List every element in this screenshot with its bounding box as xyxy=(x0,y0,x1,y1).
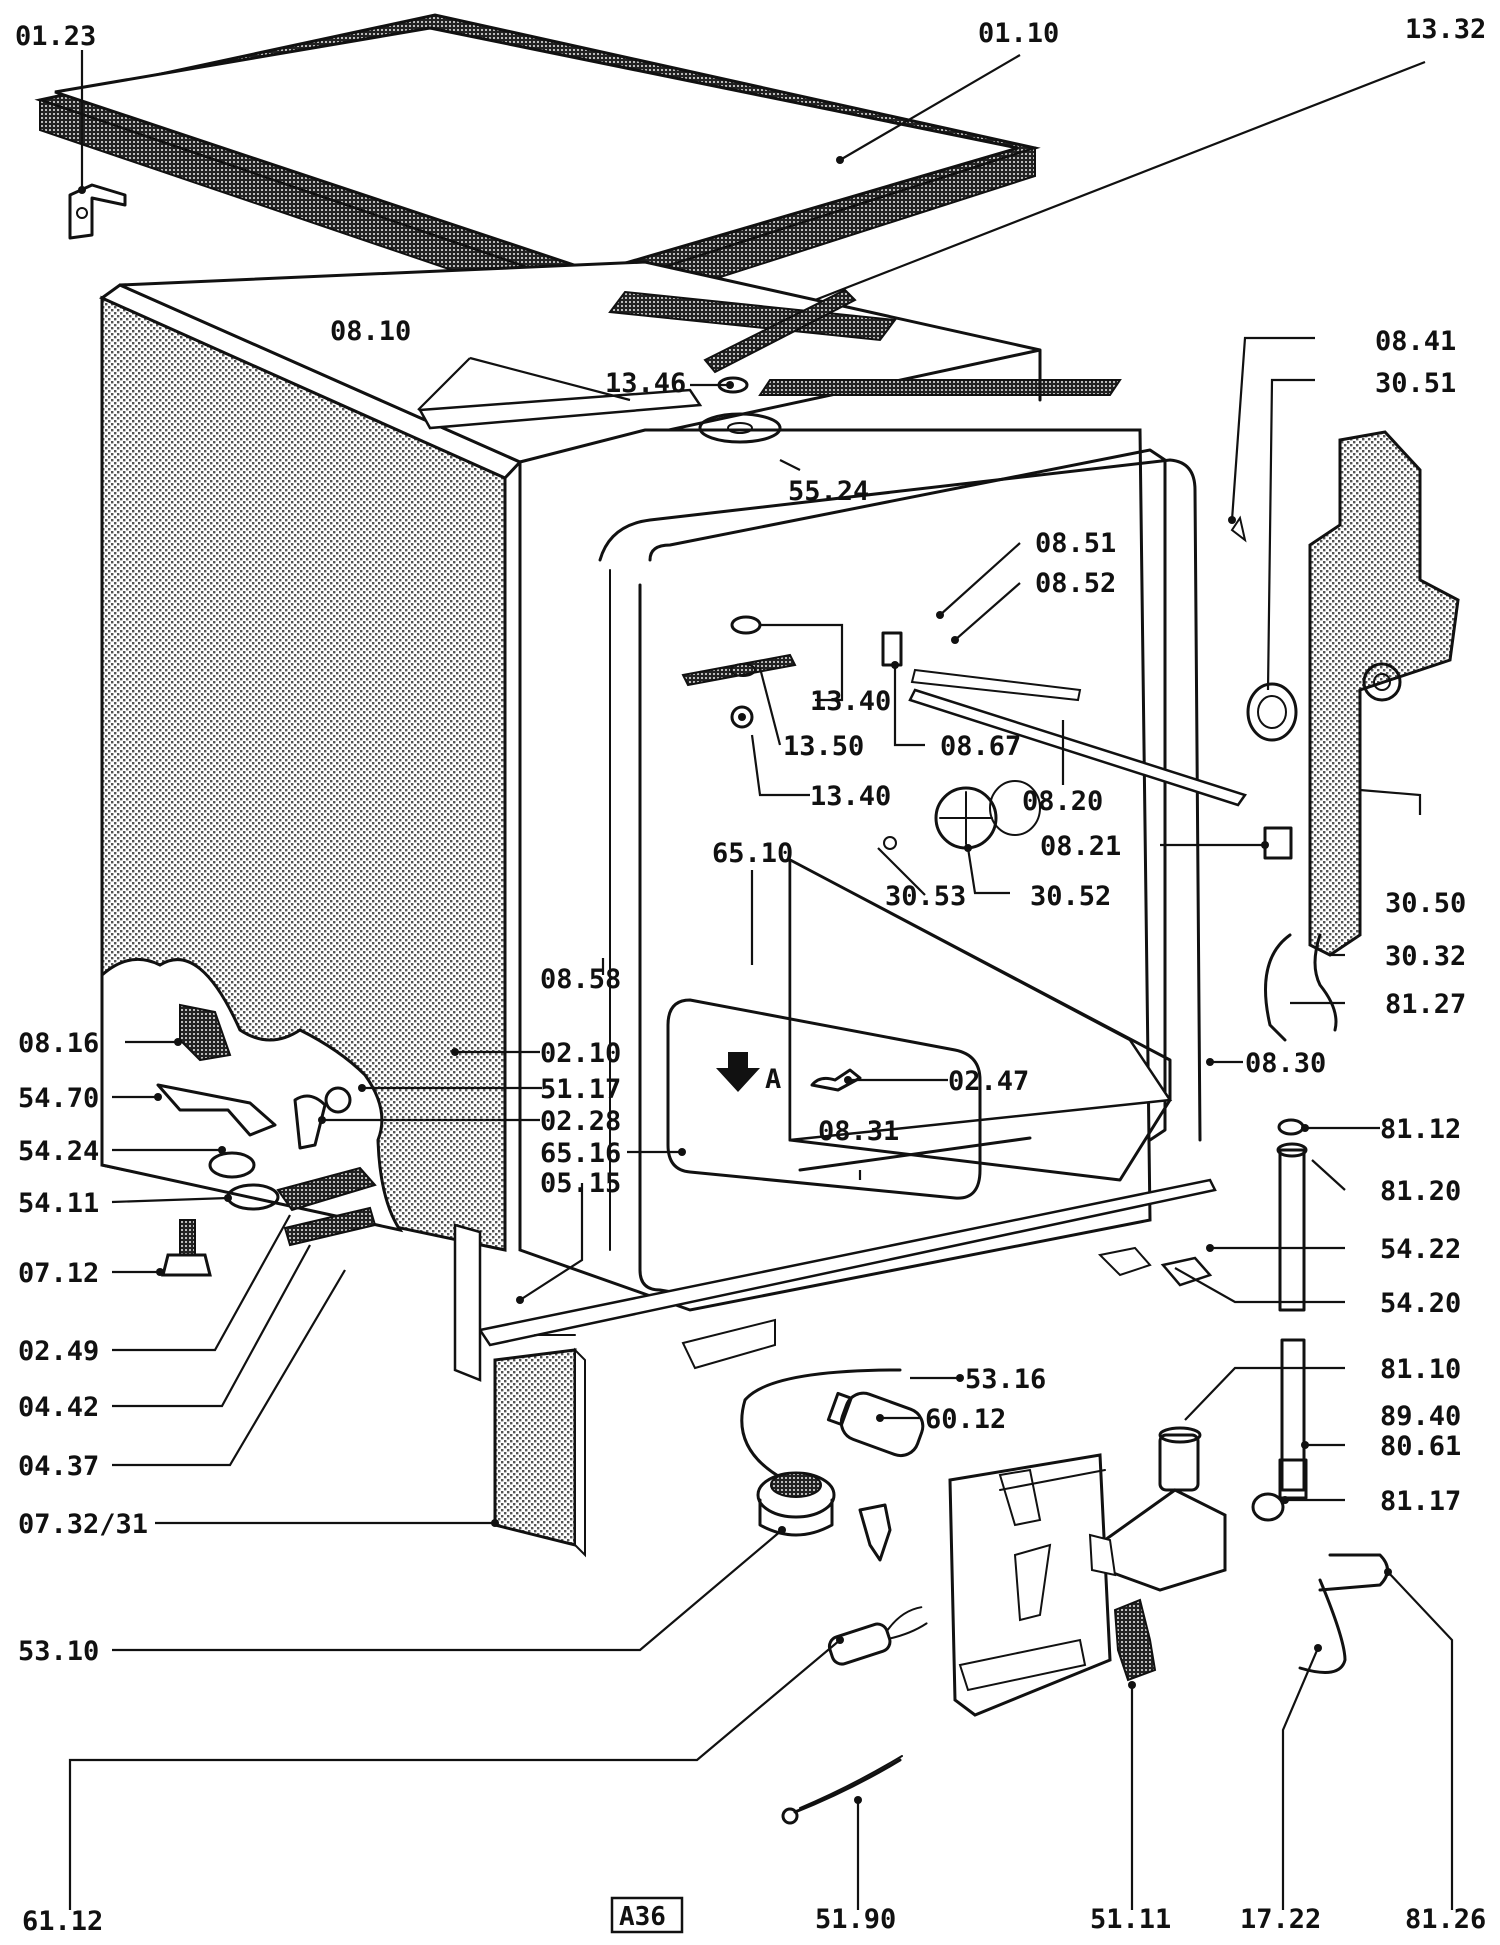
wash-tub xyxy=(518,428,1202,1312)
callout-label: 05.15 xyxy=(540,1168,621,1199)
callout-label: 81.12 xyxy=(1380,1114,1461,1145)
callout-label: 81.10 xyxy=(1380,1354,1461,1385)
callout-label: 13.32 xyxy=(1405,14,1486,45)
diagram-code: A36 xyxy=(619,1902,666,1932)
callout-label: 55.24 xyxy=(788,476,869,507)
water-inlet-assembly xyxy=(1088,1118,1389,1674)
callout-label: 08.30 xyxy=(1245,1048,1326,1079)
callout-label: 08.41 xyxy=(1375,326,1456,357)
callout-label: 30.51 xyxy=(1375,368,1456,399)
callout-label: 61.12 xyxy=(22,1906,103,1937)
callout-label: 30.50 xyxy=(1385,888,1466,919)
callout-label: 08.52 xyxy=(1035,568,1116,599)
callout-label: 08.31 xyxy=(818,1116,899,1147)
callout-label: 65.16 xyxy=(540,1138,621,1169)
worktop-lid xyxy=(34,13,1041,320)
callout-label: 53.10 xyxy=(18,1636,99,1667)
door-lock-assembly xyxy=(1230,430,1460,1042)
callout-label: 51.17 xyxy=(540,1074,621,1105)
callout-label: 02.49 xyxy=(18,1336,99,1367)
callout-label: 81.26 xyxy=(1405,1904,1486,1935)
callout-label: 54.22 xyxy=(1380,1234,1461,1265)
spray-arm-assembly xyxy=(681,288,857,729)
callout-label: 02.10 xyxy=(540,1038,621,1069)
kick-plate xyxy=(493,1347,586,1558)
appliance-drawing: A xyxy=(34,13,1460,1910)
callout-label: 81.27 xyxy=(1385,989,1466,1020)
basket-rail xyxy=(881,631,1293,860)
callout-label: 08.58 xyxy=(540,964,621,995)
base-frame xyxy=(453,1178,1217,1382)
callout-label: 13.40 xyxy=(810,781,891,812)
callout-label: 51.90 xyxy=(815,1904,896,1935)
callout-label: 30.52 xyxy=(1030,881,1111,912)
leader-lines xyxy=(68,50,1454,1910)
callout-label: 08.21 xyxy=(1040,831,1121,862)
callout-label: 01.10 xyxy=(978,18,1059,49)
callout-label: 54.20 xyxy=(1380,1288,1461,1319)
callout-label: 08.67 xyxy=(940,731,1021,762)
callout-label: 13.46 xyxy=(605,368,686,399)
callout-labels: 01.23 01.10 13.32 08.10 13.46 55.24 08.4… xyxy=(15,14,1486,1937)
diagram-code-box: A36 xyxy=(610,1896,684,1934)
callout-label: 53.16 xyxy=(965,1364,1046,1395)
callout-label: 30.53 xyxy=(885,881,966,912)
callout-label: 65.10 xyxy=(712,838,793,869)
callout-label: 13.40 xyxy=(810,686,891,717)
callout-label: 54.11 xyxy=(18,1188,99,1219)
callout-label: 17.22 xyxy=(1240,1904,1321,1935)
callout-label: 01.23 xyxy=(15,21,96,52)
callout-label: 13.50 xyxy=(783,731,864,762)
callout-label: 08.51 xyxy=(1035,528,1116,559)
callout-label: 30.32 xyxy=(1385,941,1466,972)
callout-label: 89.40 xyxy=(1380,1401,1461,1432)
view-marker: A xyxy=(716,1052,862,1095)
callout-label: 08.16 xyxy=(18,1028,99,1059)
callout-label: 02.28 xyxy=(540,1106,621,1137)
callout-label: 60.12 xyxy=(925,1404,1006,1435)
callout-label: 80.61 xyxy=(1380,1431,1461,1462)
base-components xyxy=(156,1003,377,1277)
callout-label: 54.24 xyxy=(18,1136,99,1167)
callout-label: 81.17 xyxy=(1380,1486,1461,1517)
electrical-components xyxy=(740,1368,1157,1825)
marker-letter: A xyxy=(765,1064,781,1095)
callout-label: 02.47 xyxy=(948,1066,1029,1097)
bracket-part xyxy=(68,183,127,240)
leader-dots xyxy=(78,156,1392,1804)
callout-label: 07.32/31 xyxy=(18,1509,148,1540)
callout-label: 07.12 xyxy=(18,1258,99,1289)
callout-label: 04.42 xyxy=(18,1392,99,1423)
callout-label: 54.70 xyxy=(18,1083,99,1114)
callout-label: 81.20 xyxy=(1380,1176,1461,1207)
callout-label: 08.20 xyxy=(1022,786,1103,817)
callout-label: 51.11 xyxy=(1090,1904,1171,1935)
callout-label: 08.10 xyxy=(330,316,411,347)
callout-label: 04.37 xyxy=(18,1451,99,1482)
